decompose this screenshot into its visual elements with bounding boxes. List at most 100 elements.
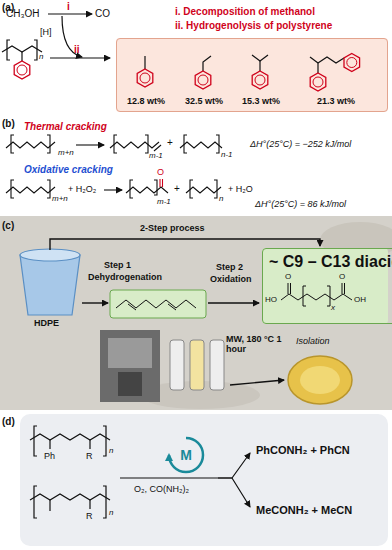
panel-a-art-part	[259, 61, 260, 71]
diacid-structure	[281, 283, 352, 306]
panel-b-art-part	[11, 135, 50, 153]
panel-a-art-part	[21, 52, 22, 61]
panel-d-art-part	[49, 440, 50, 449]
panel-b-art-part	[154, 145, 161, 151]
panel-a-art-part	[62, 16, 82, 57]
panel-c-photo-part	[210, 340, 224, 390]
polyene-structure	[116, 300, 196, 310]
scheme-label: n	[109, 508, 113, 517]
panel-a-art-part	[137, 69, 153, 87]
box-text: M	[180, 447, 192, 463]
scheme-label: Thermal cracking	[24, 121, 107, 133]
scheme-label: + H₂O₂	[68, 184, 96, 194]
box-text: 21.3 wt%	[317, 96, 355, 106]
scheme-label: HO	[265, 295, 277, 304]
panel-c-photo-part	[170, 340, 184, 390]
panel-b-art-part	[114, 135, 148, 153]
panel-b-art-part	[11, 180, 50, 198]
scheme-label: i	[67, 1, 70, 13]
panel-c-photo-part	[20, 249, 80, 261]
scheme-label: Dehydrogenation	[88, 272, 162, 282]
panel-a-art-part	[310, 57, 318, 63]
scheme-label: ii. Hydrogenolysis of polystyrene	[175, 20, 332, 32]
panel-c-arrows-part	[230, 380, 284, 385]
scheme-label: ii	[74, 44, 80, 56]
scheme-label: Oxidative cracking	[24, 164, 113, 176]
diacid-structure-part	[344, 283, 345, 294]
panel-b-art-part	[180, 142, 222, 148]
panel-d-art-part	[49, 500, 50, 511]
panel-d-art-part	[169, 438, 203, 472]
panel-b-art-part	[110, 142, 159, 148]
panel-d-art-part	[20, 414, 388, 546]
panel-a-art-part	[317, 63, 318, 73]
panel-a-art-part	[344, 54, 360, 72]
scheme-label: i. Decomposition of methanol	[175, 6, 315, 18]
panel-c-photo-part	[190, 340, 204, 390]
scheme-label: n	[219, 194, 223, 203]
catalyst-circle: M	[171, 440, 201, 470]
panel-b-art-part	[76, 144, 104, 145]
panel-b-art-part	[190, 180, 217, 198]
panel-b-art-part	[159, 179, 160, 187]
box-text: O₂, CO(NH₂)₂	[134, 484, 189, 494]
panel-a-art-part	[2, 46, 42, 52]
scheme-label: x	[331, 303, 335, 312]
scheme-label: Step 1	[104, 260, 131, 270]
scheme-label: R	[86, 451, 93, 461]
scheme-label: (d)	[2, 416, 15, 428]
box-text: 12.8 wt%	[127, 96, 165, 106]
scheme-label: n	[39, 52, 43, 61]
scheme-label: O	[285, 272, 291, 281]
scheme-label: (b)	[2, 118, 15, 130]
box-text: PhCONH₂ + PhCN	[256, 444, 350, 457]
scheme-label: Step 2	[216, 262, 243, 272]
scheme-label: 2-Step process	[140, 223, 205, 233]
scheme-label: + H₂O	[228, 184, 253, 194]
panel-c-photo	[0, 216, 392, 410]
panel-d-art-part	[34, 486, 106, 518]
panel-b-art-part	[6, 187, 55, 193]
diacid-structure-part	[342, 283, 343, 294]
scheme-label: +	[167, 137, 173, 149]
panel-b-art-part	[104, 189, 122, 190]
panel-c-arrows-part	[82, 302, 108, 303]
panel-d-art-part	[120, 477, 218, 478]
panel-b-art-part	[6, 142, 55, 148]
scheme-label: m-1	[157, 197, 171, 206]
panel-c-arrows-part	[208, 302, 259, 303]
panel-d-art-part	[89, 440, 90, 449]
box-text: 32.5 wt%	[185, 96, 223, 106]
polyene-structure-part	[168, 304, 176, 310]
box-text: ~ C9 – C13 diacids	[269, 253, 392, 271]
panel-a-art-part	[195, 71, 211, 89]
panel-a-art-part	[310, 73, 326, 91]
panel-b-art-part	[186, 187, 221, 193]
diacid-structure-part	[343, 294, 352, 300]
scheme-label: ΔH°(25°C) = 86 kJ/mol	[255, 199, 346, 209]
scheme-label: n-1	[221, 150, 233, 159]
panel-d-art-part	[89, 500, 90, 509]
diacid-structure-part	[290, 283, 291, 294]
scheme-label: n	[109, 446, 113, 455]
scheme-label: m-1	[149, 151, 163, 160]
scheme-label: (c)	[2, 220, 14, 232]
scheme-label: m+n	[58, 148, 74, 157]
panel-d-art-part	[30, 494, 110, 500]
scheme-label: O	[339, 272, 345, 281]
panel-b-art	[6, 135, 222, 198]
scheme-label: ΔH°(25°C) = −252 kJ/mol	[250, 139, 351, 149]
panel-a-art-part	[252, 55, 268, 61]
panel-b-art-part	[162, 179, 163, 187]
panel-c-photo-part	[20, 255, 80, 315]
scheme-box: O₂, CO(NH₂)₂PhCONH₂ + PhCNMeCONH₂ + MeCN…	[20, 414, 388, 546]
panel-a-art-part	[7, 40, 37, 60]
scheme-box: ~ C9 – C13 diacids	[262, 248, 392, 324]
scheme-box: 12.8 wt%32.5 wt%15.3 wt%21.3 wt%	[116, 38, 388, 112]
panel-a-art-part	[203, 56, 211, 71]
scheme-label: OH	[354, 295, 366, 304]
panel-a-art-part	[318, 57, 344, 63]
scheme-label: Isolation	[296, 336, 330, 346]
panel-d-art-part	[30, 434, 110, 440]
